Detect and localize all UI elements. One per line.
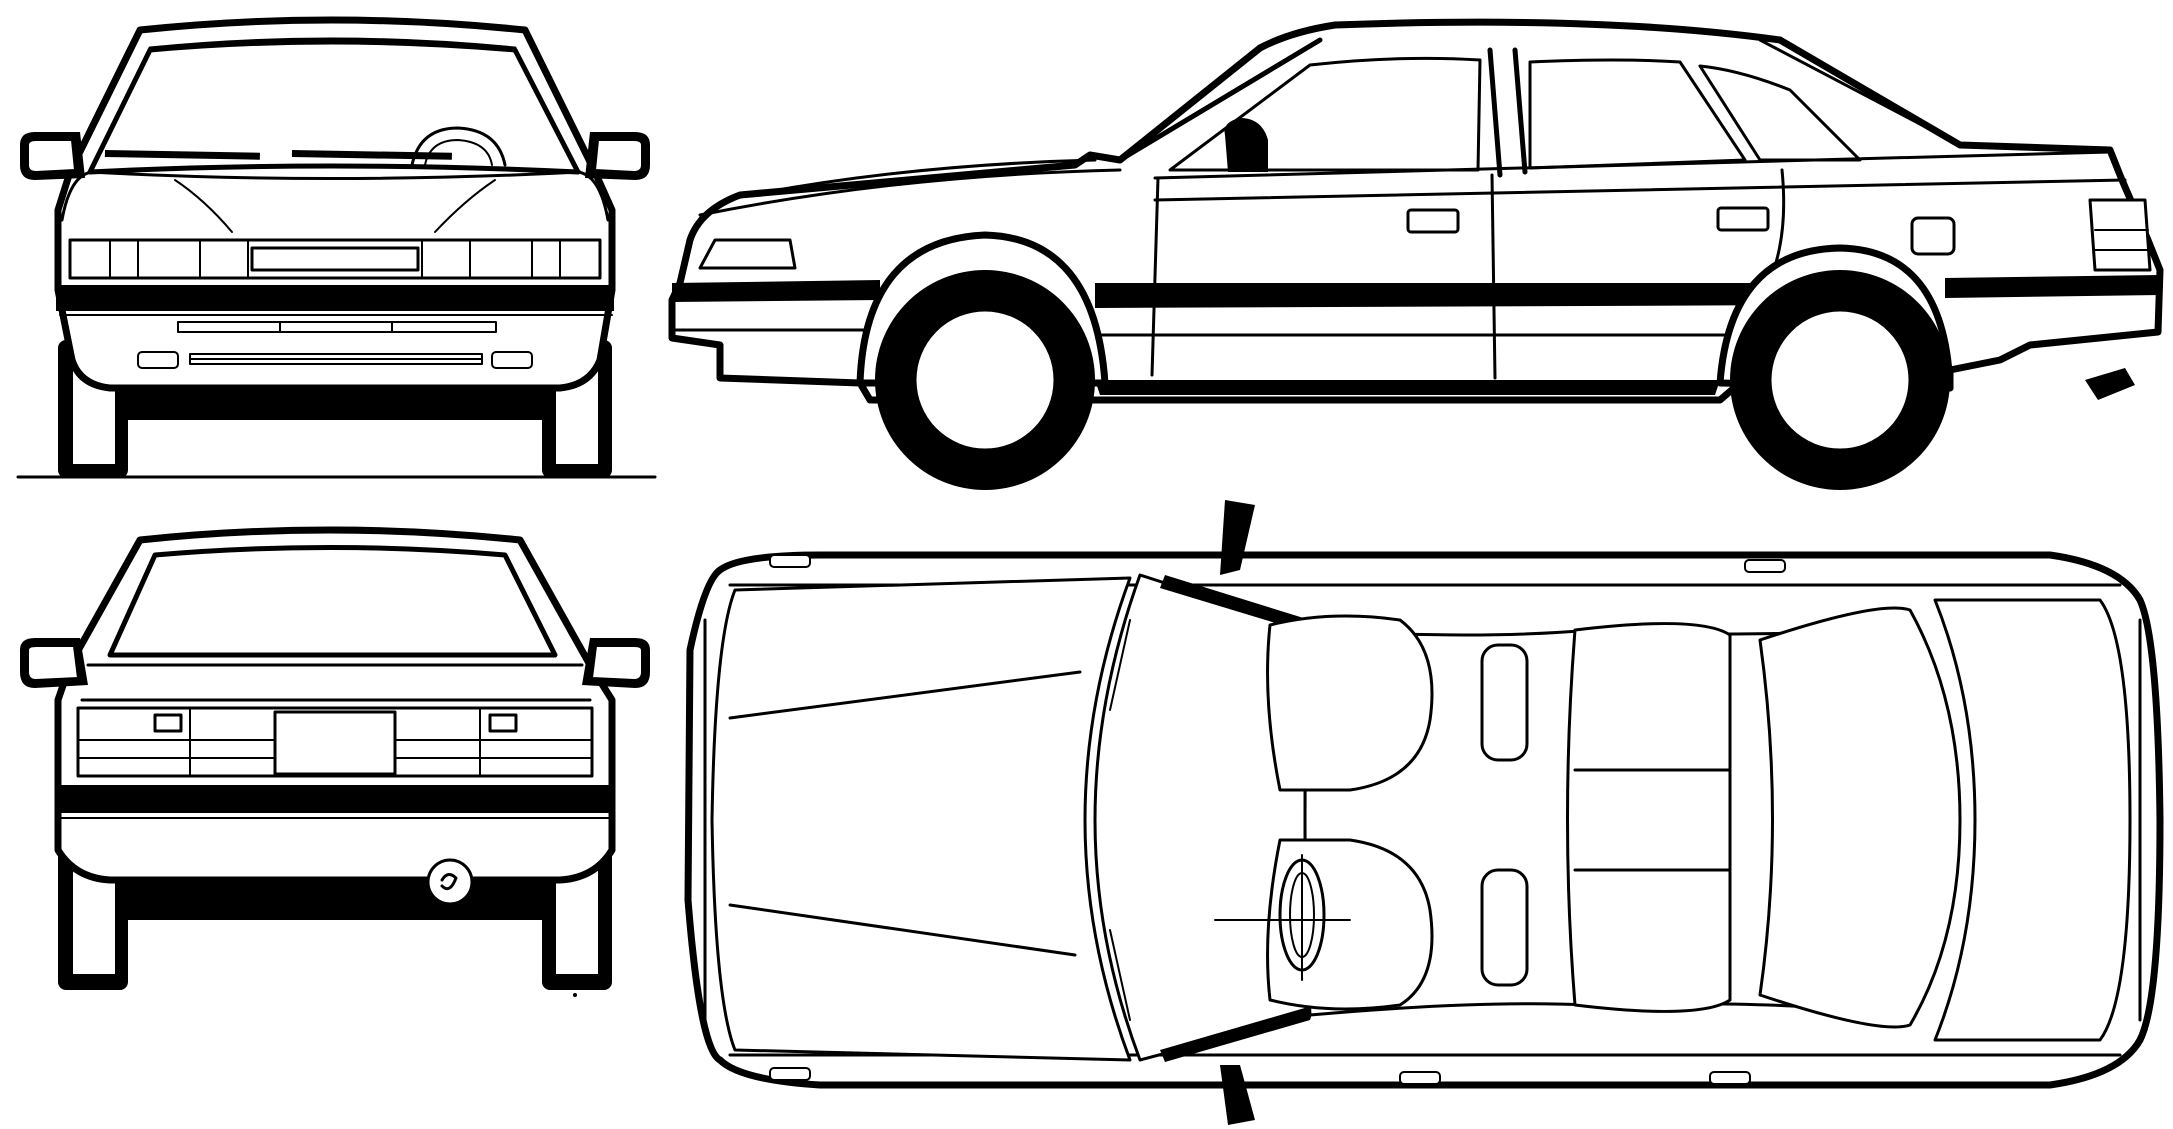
side-view (668, 18, 2164, 490)
rear-license-plate (273, 710, 397, 776)
side-headlight (698, 238, 797, 270)
top-front-seat-left (1266, 614, 1434, 792)
top-hood (710, 576, 1132, 1062)
side-rear-window (1528, 58, 1747, 170)
top-rear-window (1758, 606, 1962, 1029)
side-front-handle (1406, 208, 1460, 234)
steering-wheel (410, 126, 507, 167)
side-taillight (2088, 198, 2152, 272)
top-rear-seat (1566, 622, 1732, 1013)
front-lower-grille (177, 321, 497, 333)
top-mirror-left (1220, 500, 1255, 575)
front-fog-light-right (491, 351, 533, 369)
top-view (684, 500, 2164, 1125)
side-fuel-door (1910, 216, 1956, 256)
rear-view (20, 526, 650, 997)
front-fog-light-left (137, 351, 179, 369)
front-grille (250, 246, 420, 272)
side-rear-handle (1716, 206, 1770, 232)
rear-exhaust (426, 858, 474, 906)
front-wiper-right (291, 150, 452, 160)
top-mirror-right (1220, 1065, 1255, 1125)
front-bumper-strip (56, 285, 614, 311)
side-mirror (1224, 118, 1268, 172)
top-trunk (1933, 598, 2132, 1042)
rear-window (107, 545, 558, 658)
front-view (16, 16, 657, 479)
front-wiper-left (104, 149, 260, 160)
rear-bumper-strip (56, 785, 614, 813)
side-molding (1095, 283, 1820, 308)
side-exhaust (2085, 368, 2135, 400)
side-quarter-window (1698, 64, 1862, 162)
